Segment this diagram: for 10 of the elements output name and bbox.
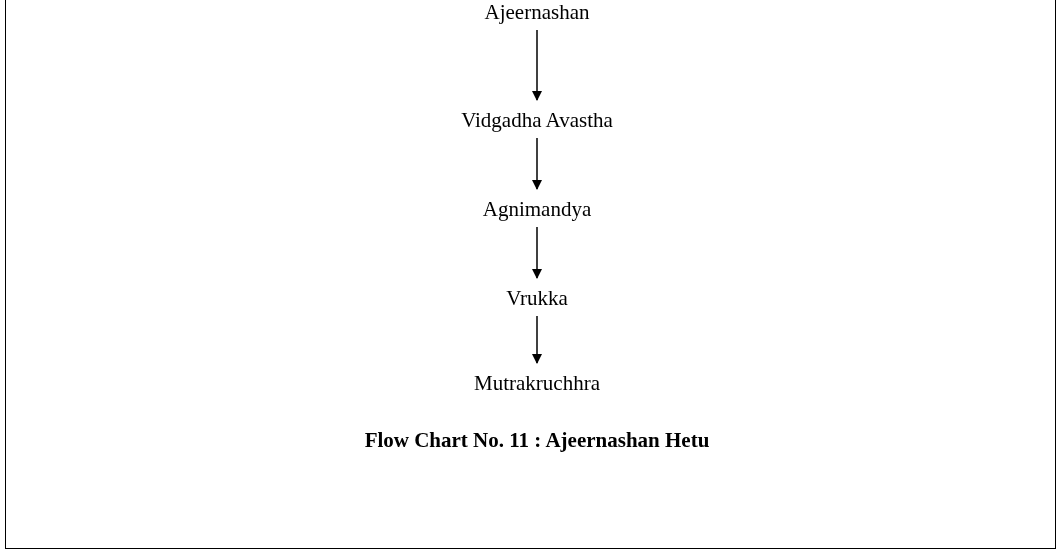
flow-step-text: Vrukka — [506, 286, 568, 310]
arrow — [532, 29, 542, 101]
arrow — [532, 226, 542, 279]
flow-step-text: Vidgadha Avastha — [461, 108, 613, 132]
flow-step-text: Mutrakruchhra — [474, 371, 600, 395]
flow-step-text: Ajeernashan — [484, 0, 590, 24]
flow-step-text: Agnimandya — [482, 197, 592, 221]
figure-caption: Flow Chart No. 11 : Ajeernashan Hetu — [364, 428, 710, 453]
arrow — [532, 315, 542, 364]
arrow — [532, 137, 542, 190]
